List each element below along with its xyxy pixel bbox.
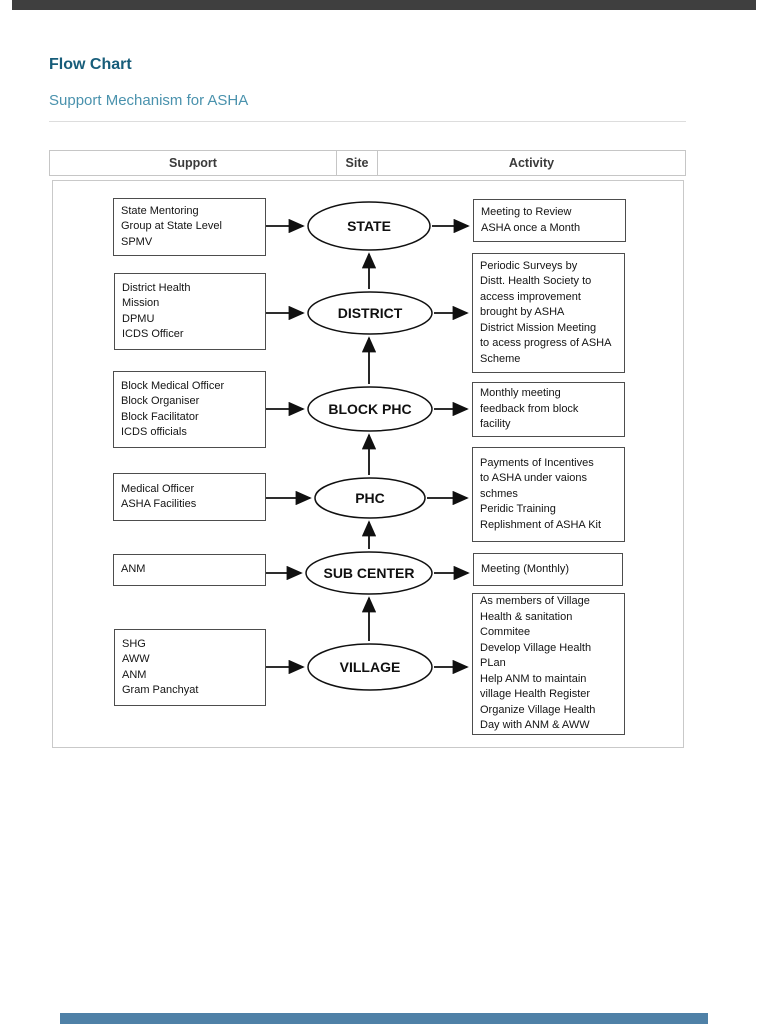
svg-text:STATE: STATE	[347, 218, 391, 234]
support-box-district: District Health Mission DPMU ICDS Office…	[114, 273, 266, 350]
top-bar	[12, 0, 756, 10]
site-node-phc: PHC	[314, 477, 426, 519]
support-box-village: SHG AWW ANM Gram Panchyat	[114, 629, 266, 706]
activity-box-village: As members of Village Health & sanitatio…	[472, 593, 625, 735]
support-box-state: State Mentoring Group at State Level SPM…	[113, 198, 266, 256]
site-node-state: STATE	[307, 201, 431, 251]
bottom-bar	[60, 1013, 708, 1024]
column-header-support: Support	[169, 156, 217, 170]
svg-text:BLOCK PHC: BLOCK PHC	[328, 401, 411, 417]
column-header-activity: Activity	[508, 156, 555, 170]
support-box-subcenter: ANM	[113, 554, 266, 586]
svg-text:VILLAGE: VILLAGE	[340, 659, 401, 675]
site-node-district: DISTRICT	[307, 291, 433, 335]
activity-box-phc: Payments of Incentives to ASHA under vai…	[472, 447, 625, 542]
activity-box-blockphc: Monthly meeting feedback from block faci…	[472, 382, 625, 437]
page-subtitle: Support Mechanism for ASHA	[49, 92, 249, 109]
activity-box-district: Periodic Surveys by Distt. Health Societ…	[472, 253, 625, 373]
activity-box-subcenter: Meeting (Monthly)	[473, 553, 623, 586]
svg-text:DISTRICT: DISTRICT	[338, 305, 403, 321]
divider	[49, 121, 686, 122]
column-header-site: Site	[336, 151, 378, 175]
support-box-blockphc: Block Medical Officer Block Organiser Bl…	[113, 371, 266, 448]
site-node-subcenter: SUB CENTER	[305, 551, 433, 595]
site-node-village: VILLAGE	[307, 643, 433, 691]
svg-text:SUB CENTER: SUB CENTER	[323, 565, 414, 581]
table-header: Support Site Activity	[49, 150, 686, 176]
flowchart-body: STATE DISTRICT BLOCK PHC PHC SUB CENTER …	[52, 180, 684, 748]
svg-text:PHC: PHC	[355, 490, 385, 506]
site-node-blockphc: BLOCK PHC	[307, 386, 433, 432]
flowchart-canvas: STATE DISTRICT BLOCK PHC PHC SUB CENTER …	[266, 201, 470, 691]
activity-box-state: Meeting to Review ASHA once a Month	[473, 199, 626, 242]
page-title: Flow Chart	[49, 56, 132, 73]
support-box-phc: Medical Officer ASHA Facilities	[113, 473, 266, 521]
